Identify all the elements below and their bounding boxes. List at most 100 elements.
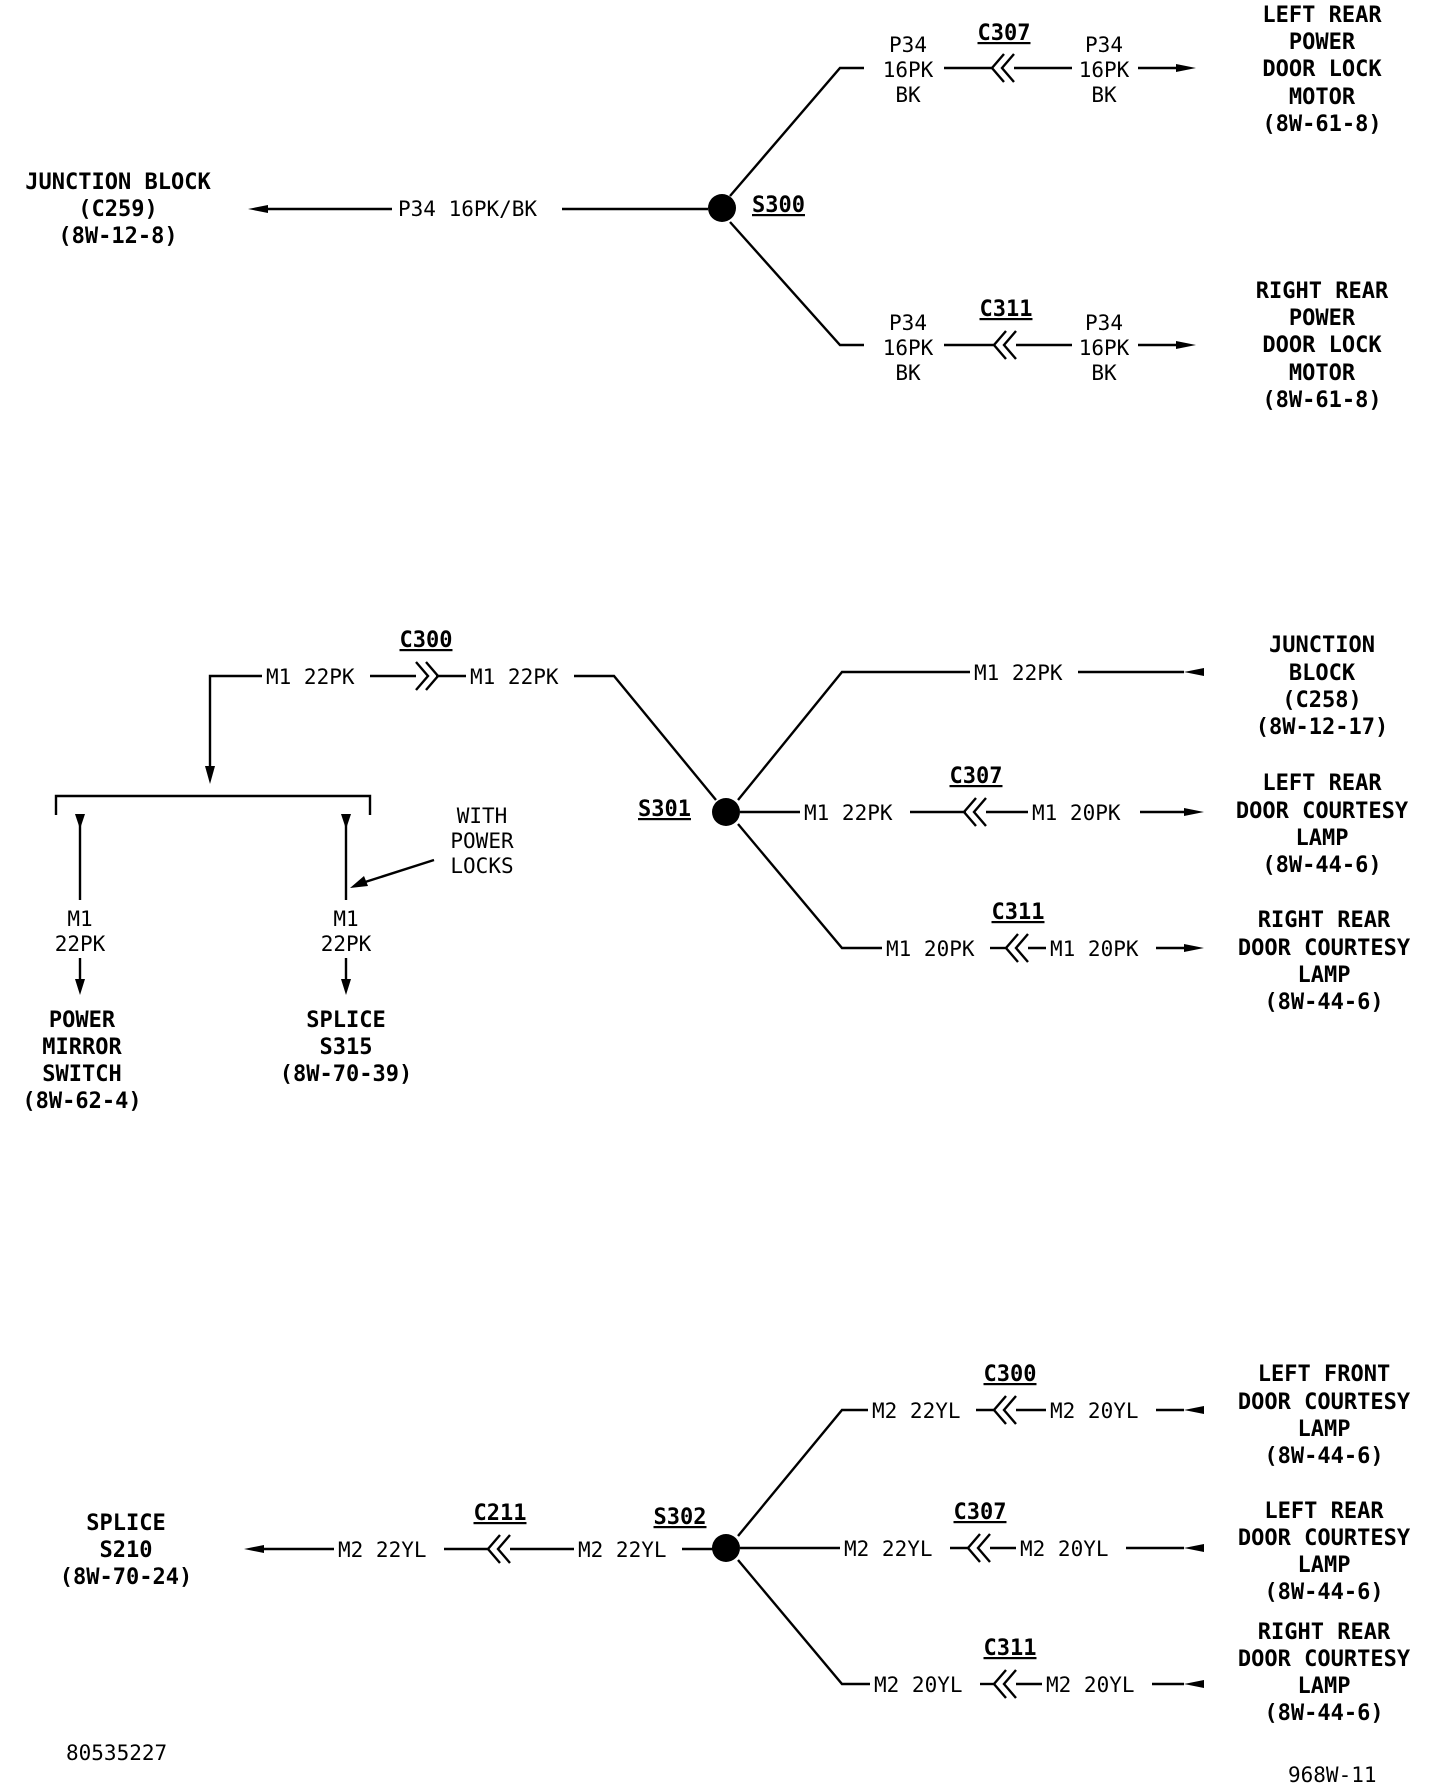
connector-symbol [1004, 932, 1030, 964]
component-connector: (C259) [78, 197, 157, 222]
arrowhead [1184, 944, 1204, 952]
splice-label: S301 [638, 797, 691, 822]
arrowhead [1184, 1406, 1204, 1414]
connector-label: C300 [400, 628, 453, 653]
section-p34-power-lock: JUNCTION BLOCK (C259) (8W-12-8) P34 16PK… [25, 3, 1389, 413]
connector-label: C211 [474, 1501, 527, 1526]
bracket [54, 794, 372, 815]
connector-label: C311 [992, 900, 1045, 925]
component-line: POWER [49, 1008, 116, 1033]
component-line: LAMP [1298, 1417, 1351, 1442]
connector-symbol [992, 1668, 1018, 1700]
wire-label: M1 [67, 907, 92, 931]
component-line: POWER [1289, 306, 1356, 331]
component-line: (8W-70-24) [60, 1565, 192, 1590]
component-line: RIGHT REAR [1258, 908, 1391, 933]
wire-label: P34 [1085, 33, 1123, 57]
right-rear-lock-motor: RIGHT REAR POWER DOOR LOCK MOTOR (8W-61-… [1256, 279, 1389, 413]
wire-label: M1 22PK [266, 665, 355, 689]
component-line: LAMP [1298, 1674, 1351, 1699]
arrowhead [1176, 341, 1196, 349]
connector-label: C307 [978, 21, 1031, 46]
wire-label: M1 22PK [804, 801, 893, 825]
component-line: DOOR COURTESY [1238, 936, 1411, 961]
connector-symbol [962, 796, 988, 828]
wire-label: M2 20YL [874, 1673, 963, 1697]
splice-dot [708, 194, 736, 222]
wire-label: M2 22YL [338, 1538, 427, 1562]
section-m1-courtesy: M1 22PK C300 M1 22PK WITH POWER LOCKS M1… [22, 628, 1410, 1114]
component-line: S315 [320, 1035, 373, 1060]
arrowhead [1184, 668, 1204, 676]
arrowhead [75, 814, 85, 829]
junction-block-c259: JUNCTION BLOCK (C259) (8W-12-8) [25, 170, 211, 249]
wire-label: 16PK [883, 336, 934, 360]
left-rear-courtesy-lamp: LEFT REAR DOOR COURTESY LAMP (8W-44-6) [1236, 771, 1409, 878]
component-line: LEFT FRONT [1258, 1362, 1390, 1387]
wire-label: M2 20YL [1046, 1673, 1135, 1697]
component-line: (8W-44-6) [1264, 1701, 1383, 1726]
splice-dot [712, 798, 740, 826]
component-line: (8W-12-17) [1256, 715, 1388, 740]
splice-dot [712, 1534, 740, 1562]
component-line: DOOR COURTESY [1238, 1526, 1411, 1551]
arrowhead [341, 814, 351, 829]
arrowhead [75, 979, 85, 995]
connector-symbol [414, 660, 440, 692]
wire-label: M1 20PK [1050, 937, 1139, 961]
wire [729, 221, 864, 347]
wire-label: P34 [1085, 311, 1123, 335]
component-title: JUNCTION BLOCK [25, 170, 211, 195]
wire-label: BK [1091, 83, 1117, 107]
connector-label: C311 [980, 297, 1033, 322]
arrowhead [248, 205, 268, 213]
wire [737, 670, 970, 801]
wire [737, 823, 882, 950]
wire-label: BK [895, 361, 921, 385]
wire-label: M2 22YL [578, 1538, 667, 1562]
wire-label: M1 22PK [470, 665, 559, 689]
splice-label: S300 [752, 193, 805, 218]
wire [208, 674, 262, 767]
arrowhead [1176, 64, 1196, 72]
component-line: DOOR COURTESY [1238, 1647, 1411, 1672]
wire-label: BK [895, 83, 921, 107]
wire [737, 1408, 868, 1537]
wire-label: 16PK [1079, 336, 1130, 360]
left-rear-courtesy-lamp-m2: LEFT REAR DOOR COURTESY LAMP (8W-44-6) [1238, 1499, 1411, 1605]
wire-label: M1 20PK [886, 937, 975, 961]
wire-label: BK [1091, 361, 1117, 385]
component-line: MOTOR [1289, 361, 1356, 386]
component-line: (8W-44-6) [1264, 990, 1383, 1015]
component-line: SPLICE [86, 1511, 165, 1536]
component-line: MIRROR [42, 1035, 122, 1060]
wire-label: 22PK [55, 932, 106, 956]
wire-label: M2 20YL [1050, 1399, 1139, 1423]
component-line: RIGHT REAR [1256, 279, 1389, 304]
component-line: LAMP [1298, 963, 1351, 988]
connector-label: C307 [954, 1500, 1007, 1525]
component-line: (8W-61-8) [1262, 388, 1381, 413]
wire-label: M1 [333, 907, 358, 931]
wire [737, 1559, 870, 1686]
component-line: DOOR COURTESY [1238, 1390, 1411, 1415]
wire [574, 674, 717, 801]
arrowhead [244, 1545, 264, 1553]
left-rear-lock-motor: LEFT REAR POWER DOOR LOCK MOTOR (8W-61-8… [1262, 3, 1382, 137]
arrowhead [1184, 1544, 1204, 1552]
wire-label: P34 [889, 33, 927, 57]
arrowhead [1184, 808, 1204, 816]
left-front-courtesy-lamp: LEFT FRONT DOOR COURTESY LAMP (8W-44-6) [1238, 1362, 1411, 1469]
wire-label: M2 22YL [872, 1399, 961, 1423]
section-m2-courtesy: SPLICE S210 (8W-70-24) M2 22YL C211 M2 2… [60, 1362, 1411, 1726]
wire-label: 16PK [883, 58, 934, 82]
note-line: WITH [457, 804, 508, 828]
connector-label: C300 [984, 1362, 1037, 1387]
wire-label: M2 20YL [1020, 1537, 1109, 1561]
component-line: JUNCTION [1269, 633, 1375, 658]
figure-id-left: 80535227 [66, 1741, 167, 1765]
component-line: (8W-62-4) [22, 1089, 141, 1114]
component-line: LEFT REAR [1262, 771, 1382, 796]
component-line: (8W-44-6) [1264, 1444, 1383, 1469]
